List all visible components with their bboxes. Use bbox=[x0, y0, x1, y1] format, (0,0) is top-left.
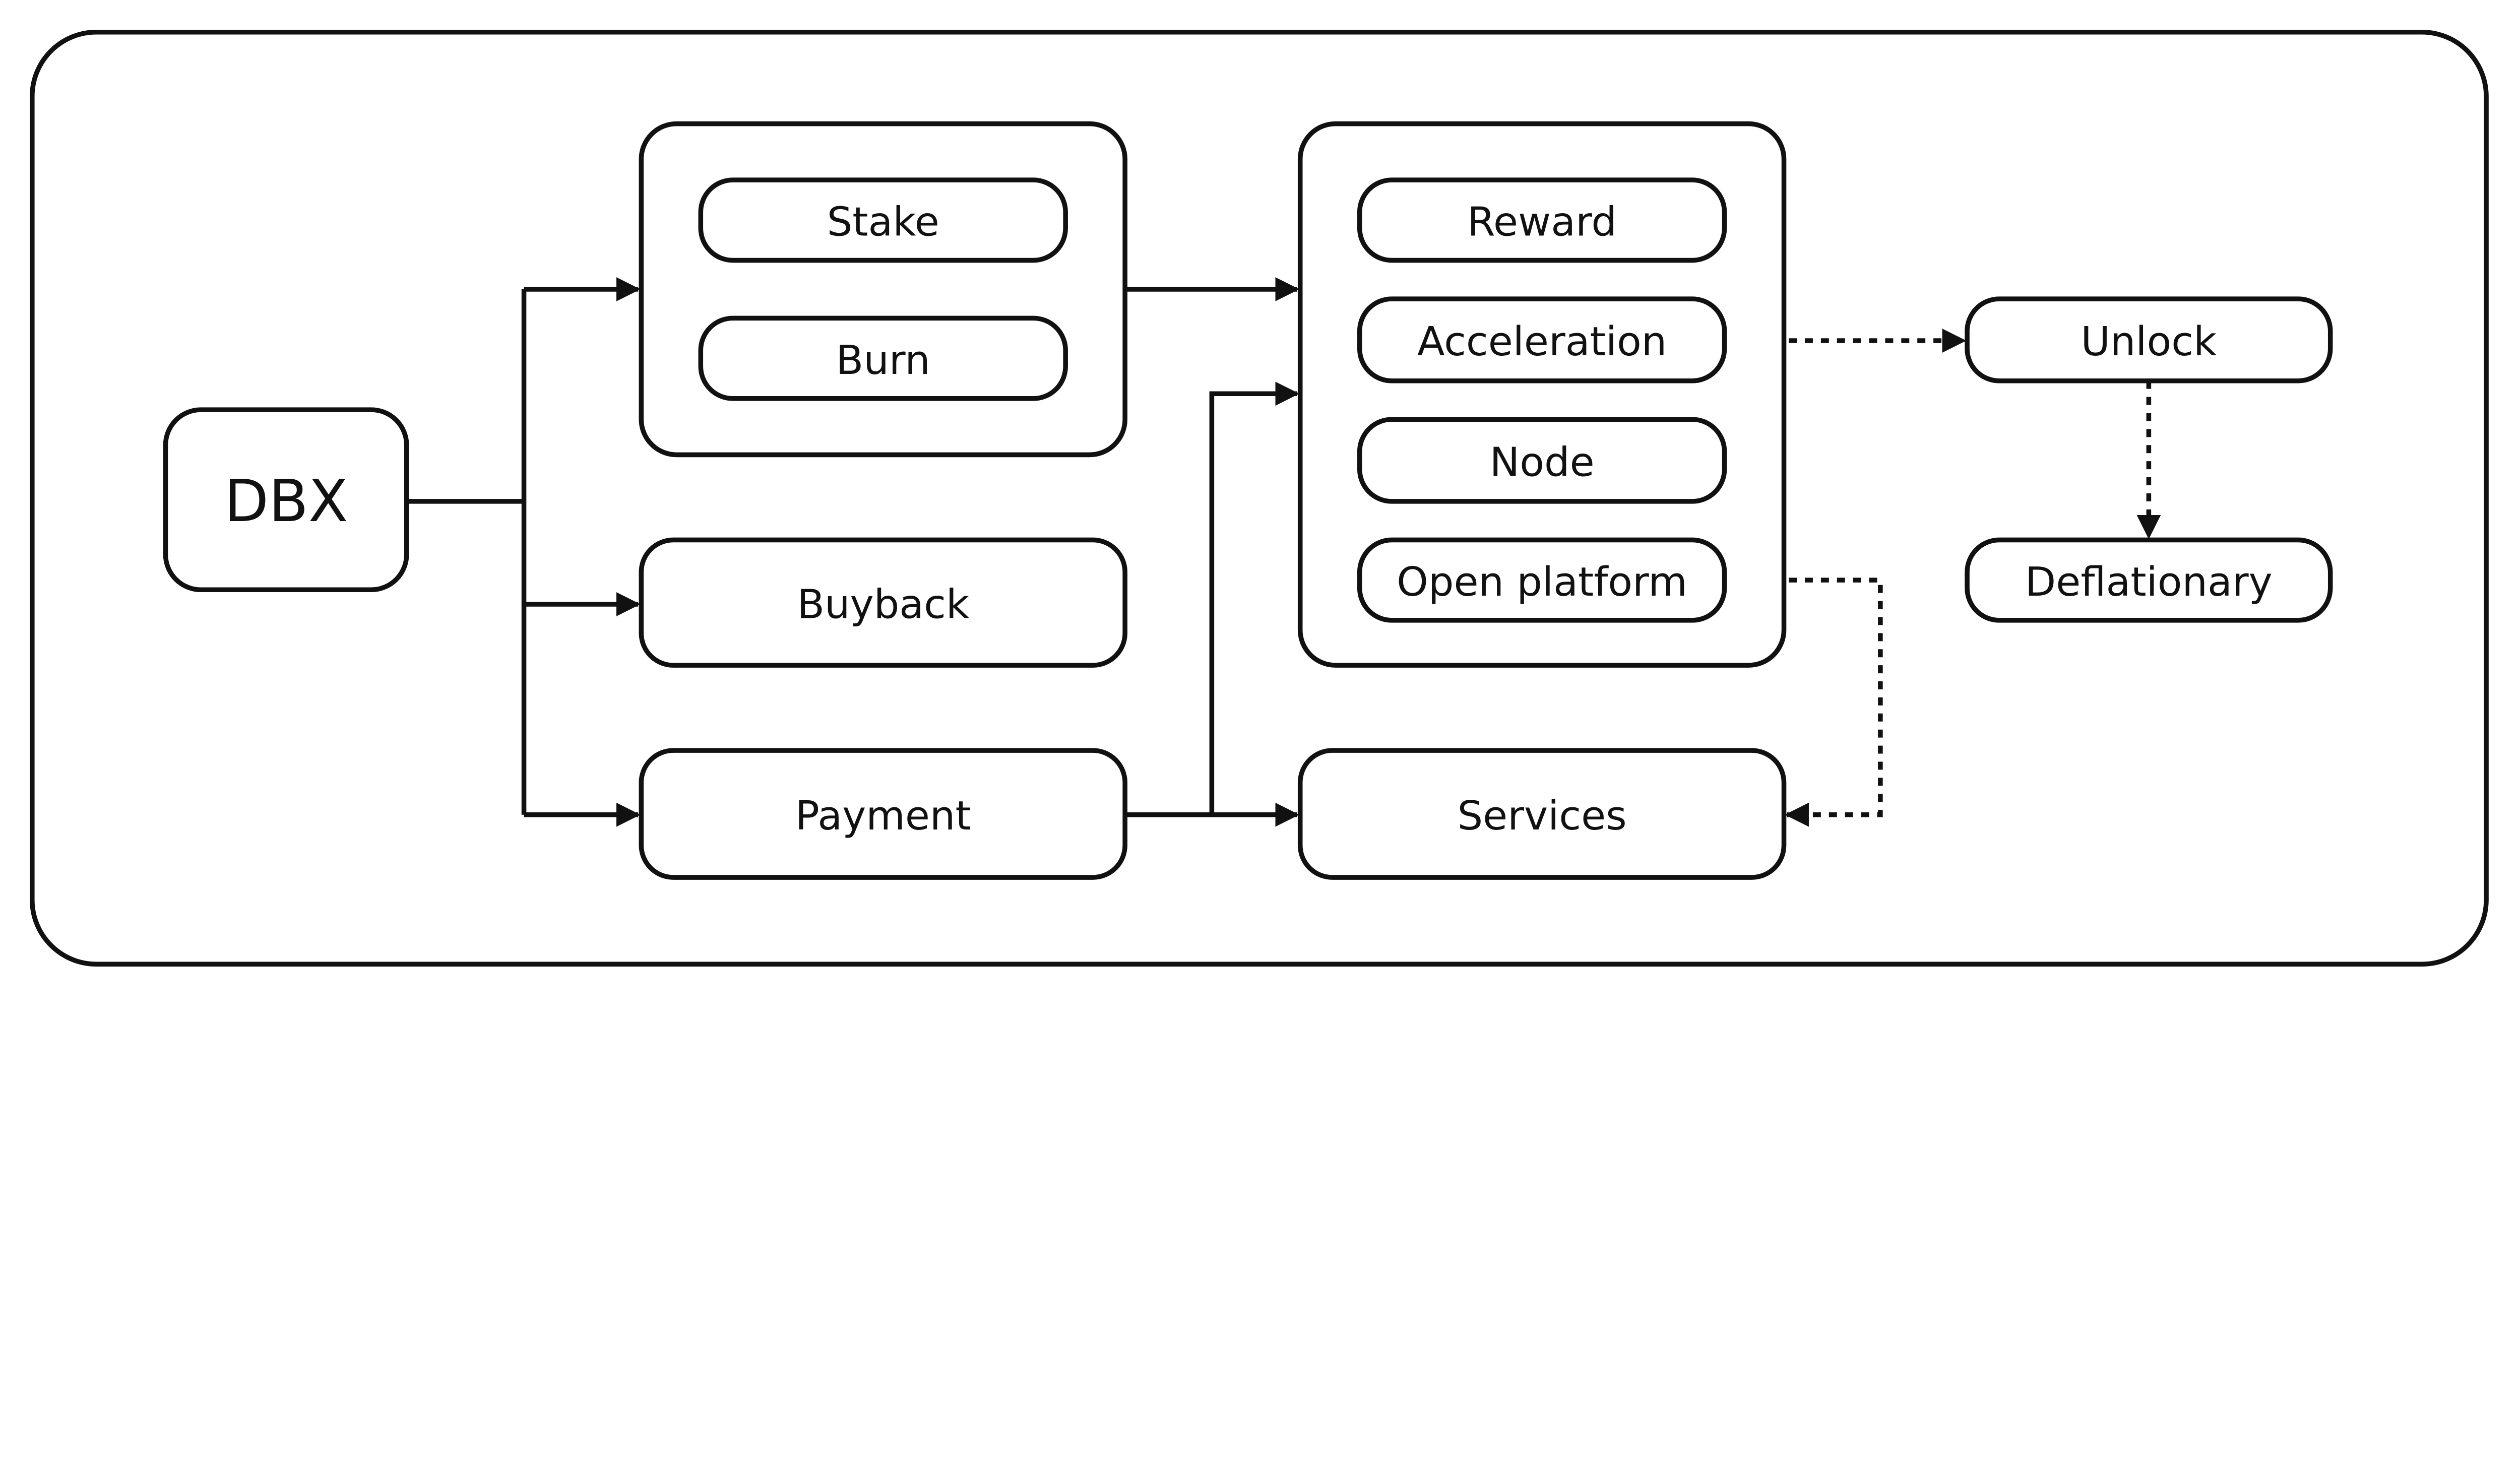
node-label: Stake bbox=[827, 199, 939, 245]
node-label: DBX bbox=[224, 468, 348, 535]
node-box bbox=[1965, 296, 2333, 383]
node-box bbox=[639, 748, 1127, 880]
node-box bbox=[1297, 748, 1787, 880]
node-services: Services bbox=[1297, 748, 1787, 880]
edge-payment-reward bbox=[1209, 381, 1300, 815]
node-box bbox=[1965, 537, 2333, 623]
node-burn: Burn bbox=[698, 315, 1068, 401]
node-label: Payment bbox=[795, 792, 971, 839]
node-deflationary: Deflationary bbox=[1965, 537, 2333, 623]
node-box bbox=[1357, 537, 1727, 623]
node-box bbox=[639, 537, 1127, 668]
node-label: Buyback bbox=[797, 581, 969, 627]
node-label: Services bbox=[1458, 792, 1627, 839]
node-unlock: Unlock bbox=[1965, 296, 2333, 383]
stake-burn-group bbox=[639, 121, 1127, 458]
node-box bbox=[1357, 417, 1727, 504]
node-box bbox=[1357, 177, 1727, 263]
edge-openplatform-services bbox=[1724, 578, 1883, 827]
node-label: Burn bbox=[836, 337, 930, 383]
node-box bbox=[698, 315, 1068, 401]
node-payment: Payment bbox=[639, 748, 1127, 880]
node-label: Unlock bbox=[2081, 318, 2217, 365]
node-node: Node bbox=[1357, 417, 1727, 504]
node-label: Reward bbox=[1467, 199, 1617, 245]
node-label: Deflationary bbox=[2025, 558, 2273, 605]
node-open-platform: Open platform bbox=[1357, 537, 1727, 623]
node-label: Node bbox=[1490, 438, 1595, 485]
node-label: Acceleration bbox=[1417, 318, 1667, 365]
node-buyback: Buyback bbox=[639, 537, 1127, 668]
node-box bbox=[1357, 296, 1727, 383]
node-stake: Stake bbox=[698, 177, 1068, 263]
node-label: Open platform bbox=[1397, 558, 1687, 605]
node-dbx: DBX bbox=[163, 407, 409, 593]
node-box bbox=[698, 177, 1068, 263]
node-box bbox=[163, 407, 409, 593]
node-acceleration: Acceleration bbox=[1357, 296, 1727, 383]
node-reward: Reward bbox=[1357, 177, 1727, 263]
